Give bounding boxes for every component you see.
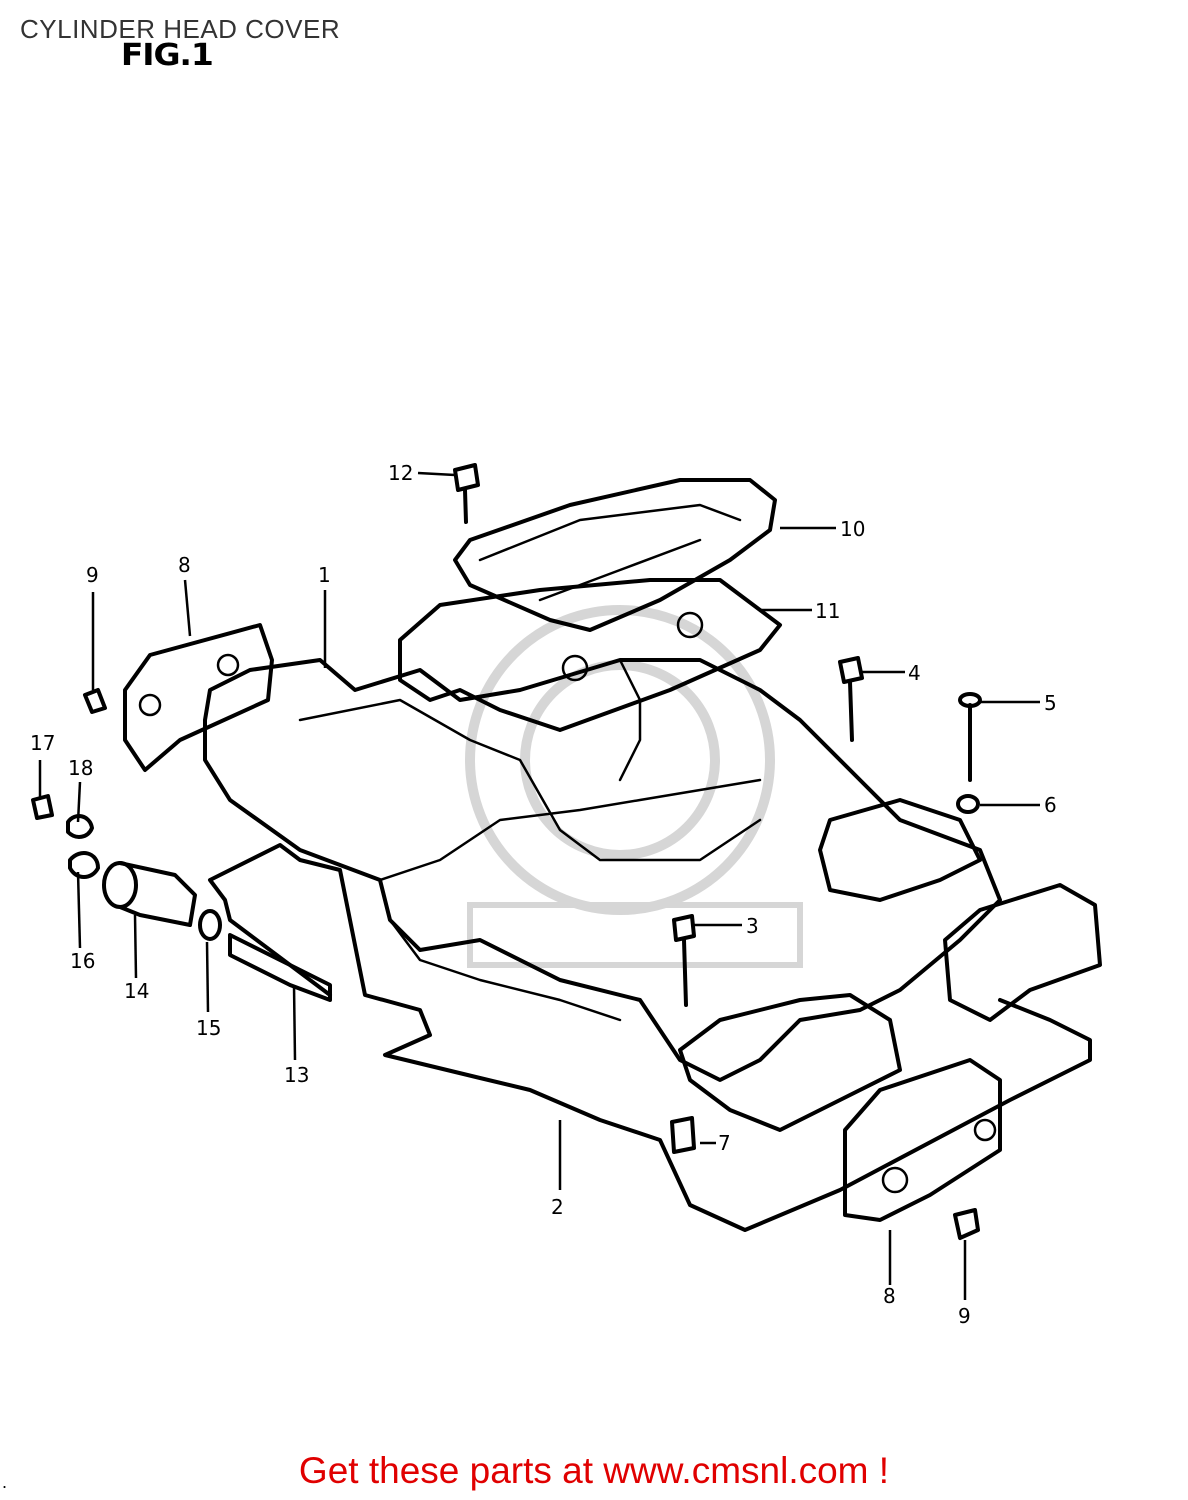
callout-12: 12 [388,461,413,485]
callout-5: 5 [1044,691,1057,715]
exploded-parts-diagram: 12 10 11 1 8 9 4 5 6 3 7 2 8 9 17 18 16 … [30,461,1102,1328]
spring-16 [68,851,100,879]
breather-plate [398,578,782,732]
callout-6: 6 [1044,793,1057,817]
end-cap-right [843,1058,1002,1222]
page-title: CYLINDER HEAD COVER [20,14,341,44]
washer-6 [956,794,980,814]
cam-cover-right-upper [818,798,982,902]
callout-8b: 8 [883,1284,896,1308]
corner-dot: . [2,1472,8,1492]
cam-cover-right-lower [943,883,1102,1022]
callout-18: 18 [68,756,93,780]
bolt-12 [453,463,480,524]
callout-11: 11 [815,599,840,623]
callout-8: 8 [178,553,191,577]
callout-9b: 9 [958,1304,971,1328]
dowel-7 [670,1116,696,1154]
end-cap-left [123,623,274,772]
cam-cover-front [678,993,902,1132]
callout-17: 17 [30,731,55,755]
plug-14 [102,861,197,927]
clamp-18 [66,814,94,839]
bolt-4 [838,656,864,742]
callout-14: 14 [124,979,149,1003]
bolt-3 [672,914,696,1007]
callout-10: 10 [840,517,865,541]
footer-link-container: Get these parts at www.cmsnl.com ! [0,1450,1188,1492]
tachometer-gear-13 [228,933,332,1002]
callout-2: 2 [551,1195,564,1219]
callout-7: 7 [718,1131,731,1155]
screw-17 [31,794,54,820]
figure-label: FIG.1 [120,38,214,73]
cmsnl-link[interactable]: Get these parts at www.cmsnl.com ! [298,1450,890,1491]
screw-9-left [83,688,107,714]
o-ring-15 [198,909,222,941]
callout-4: 4 [908,661,921,685]
callout-1: 1 [318,563,331,587]
callout-3: 3 [746,914,759,938]
callout-13: 13 [284,1063,309,1087]
breather-cover [453,478,777,632]
watermark-logo [465,605,803,968]
callout-16: 16 [70,949,95,973]
head-cover-body [203,658,1002,1082]
screw-9-right [953,1208,980,1240]
callout-9: 9 [86,563,99,587]
cover-gasket [208,843,1092,1232]
bolt-5 [958,692,982,782]
callout-15: 15 [196,1016,221,1040]
